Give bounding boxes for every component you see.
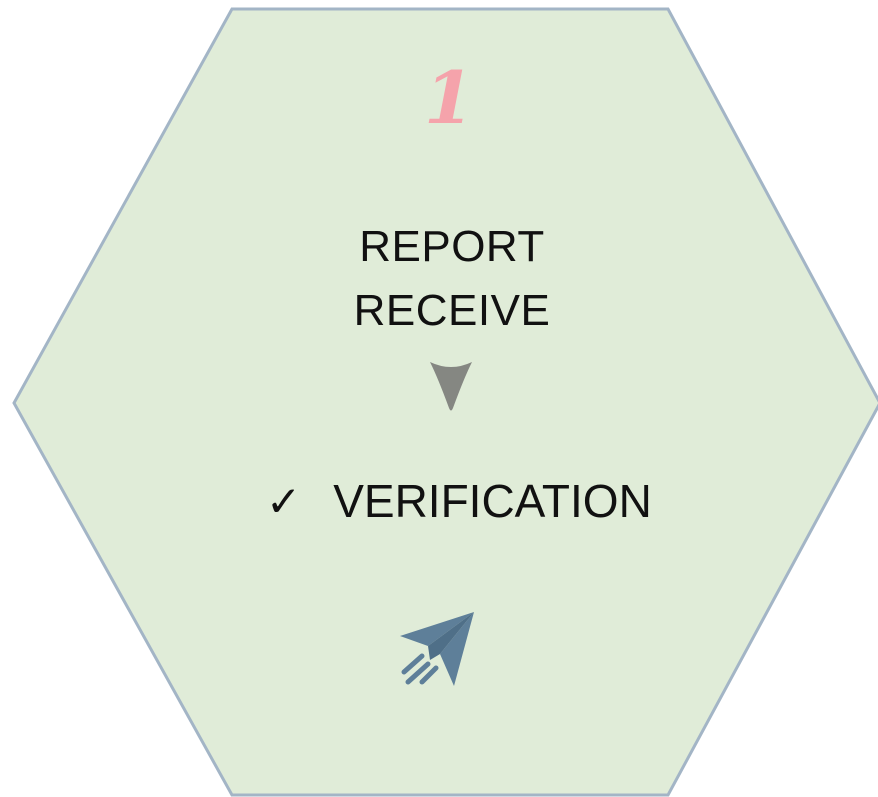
step-number: 1 [423,55,475,140]
verification-item: ✓ VERIFICATION [266,474,652,528]
step-title-line-2: RECEIVE [353,286,551,335]
paper-plane-icon [400,612,474,686]
step-title-line-1: REPORT [359,222,545,271]
arrow-down-icon [430,362,472,411]
verification-label: VERIFICATION [333,475,652,527]
check-icon: ✓ [266,476,302,526]
